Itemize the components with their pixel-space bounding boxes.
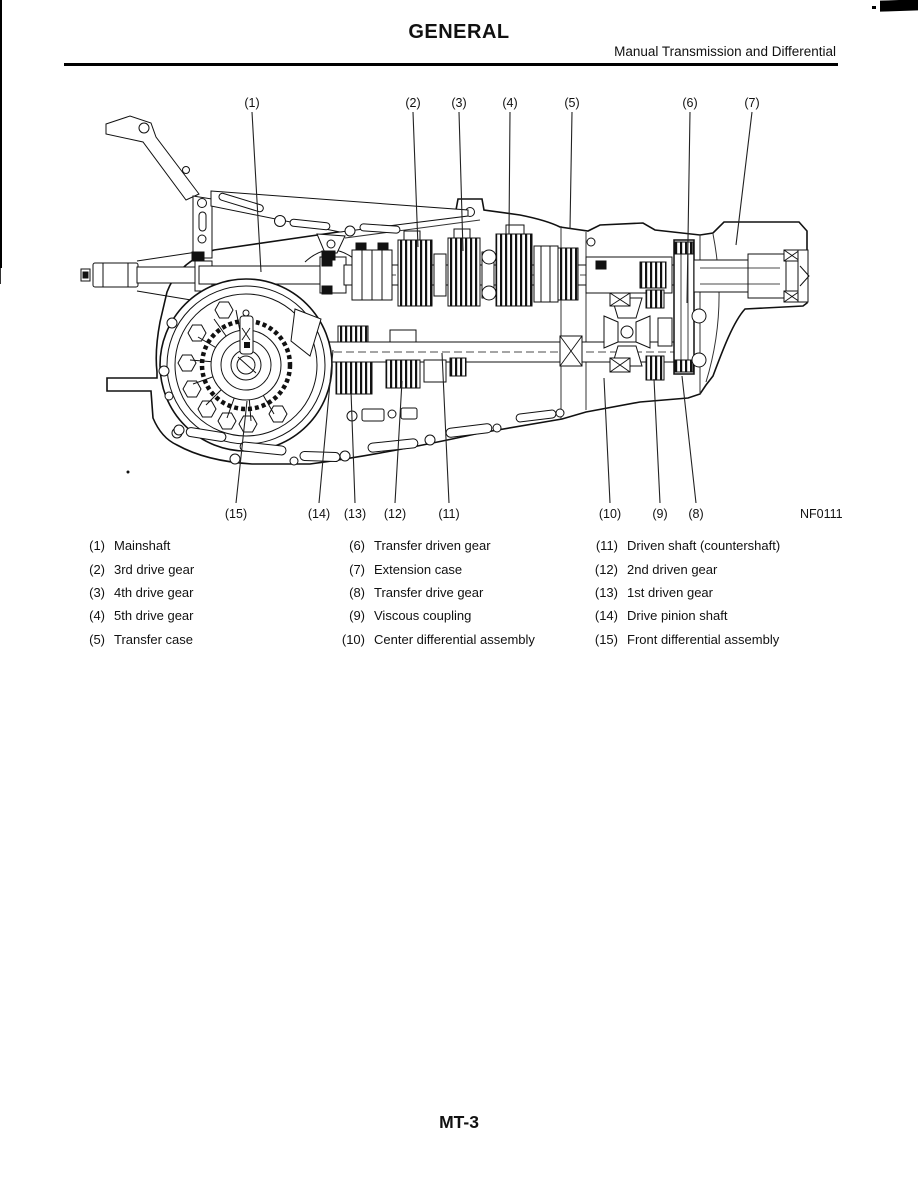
callout-5: (5) <box>564 96 579 110</box>
callout-11: (11) <box>438 507 459 521</box>
legend-item: (13) 1st driven gear <box>578 581 908 604</box>
legend-label: Front differential assembly <box>627 631 780 647</box>
legend-num: (2) <box>89 561 105 577</box>
legend-item: (12) 2nd driven gear <box>578 557 908 580</box>
transmission-diagram: (1) (2) (3) (4) (5) (6) (7) (8) (9) (10)… <box>80 96 843 521</box>
legend-label: Mainshaft <box>114 538 171 554</box>
legend-label: Extension case <box>374 561 463 577</box>
header-rule <box>64 63 838 66</box>
legend-label: 4th drive gear <box>114 584 194 600</box>
callout-labels: (1) (2) (3) (4) (5) (6) (7) (8) (9) (10)… <box>225 96 843 521</box>
front-differential <box>158 278 333 452</box>
legend-num: (15) <box>594 631 618 647</box>
legend-item: (2) 3rd drive gear <box>70 557 320 580</box>
output-shaft <box>693 249 810 303</box>
callout-7: (7) <box>744 96 759 110</box>
legend-num: (8) <box>349 584 365 600</box>
legend-num: (3) <box>89 584 105 600</box>
legend-num: (4) <box>89 608 105 624</box>
legend-num: (6) <box>349 538 365 554</box>
legend-item: (3) 4th drive gear <box>70 581 320 604</box>
legend-label: Center differential assembly <box>374 631 535 647</box>
callout-6: (6) <box>682 96 697 110</box>
bottom-flange <box>173 407 565 466</box>
legend-column-2: (6) Transfer driven gear (7) Extension cas… <box>327 534 572 651</box>
legend-column-3: (11) Driven shaft (countershaft) (12) 2nd … <box>578 534 908 651</box>
callout-1: (1) <box>244 96 259 110</box>
leader-lines <box>235 111 753 504</box>
scan-corner-artifact <box>872 6 876 9</box>
legend-item: (1) Mainshaft <box>70 534 320 557</box>
diff-bolts <box>177 301 288 433</box>
scan-edge-artifact <box>0 268 1 284</box>
legend-item: (5) Transfer case <box>70 628 320 651</box>
legend-item: (6) Transfer driven gear <box>327 534 572 557</box>
legend-num: (5) <box>89 631 105 647</box>
legend-label: 5th drive gear <box>114 608 194 624</box>
release-bracket <box>105 115 469 262</box>
callout-13: (13) <box>344 507 366 521</box>
page-number: MT-3 <box>439 1112 479 1132</box>
legend-item: (8) Transfer drive gear <box>327 581 572 604</box>
legend-item: (11) Driven shaft (countershaft) <box>578 534 908 557</box>
callout-12: (12) <box>384 507 406 521</box>
callout-14: (14) <box>308 507 330 521</box>
countershaft-gears <box>271 325 689 395</box>
legend-label: Transfer case <box>114 631 193 647</box>
figure-code: NF0111 <box>800 507 843 521</box>
callout-3: (3) <box>451 96 466 110</box>
legend-item: (9) Viscous coupling <box>327 604 572 627</box>
callout-15: (15) <box>225 507 247 521</box>
legend-num: (14) <box>594 608 618 624</box>
legend-num: (9) <box>349 608 365 624</box>
callout-8: (8) <box>688 507 703 521</box>
legend-num: (7) <box>349 561 365 577</box>
legend-num: (11) <box>595 538 618 554</box>
legend-item: (10) Center differential assembly <box>327 628 572 651</box>
legend-item: (7) Extension case <box>327 557 572 580</box>
legend-num: (1) <box>89 538 105 554</box>
legend-item: (15) Front differential assembly <box>578 628 908 651</box>
legend-num: (13) <box>594 584 618 600</box>
legend-label: Viscous coupling <box>374 608 472 624</box>
legend-label: 2nd driven gear <box>627 561 718 577</box>
legend-item: (4) 5th drive gear <box>70 604 320 627</box>
legend-label: 3rd drive gear <box>114 561 195 577</box>
legend-column-1: (1) Mainshaft (2) 3rd drive gear (3) 4th dr… <box>70 534 320 651</box>
legend-num: (12) <box>594 561 618 577</box>
scan-edge-artifact <box>0 0 2 268</box>
legend-num: (10) <box>341 631 365 647</box>
legend-label: Drive pinion shaft <box>627 608 728 624</box>
legend-item: (14) Drive pinion shaft <box>578 604 908 627</box>
legend-label: Transfer driven gear <box>374 538 491 554</box>
callout-9: (9) <box>652 507 667 521</box>
mainshaft-gears <box>343 224 677 307</box>
section-title: GENERAL <box>408 21 510 43</box>
transfer-section <box>603 239 707 381</box>
legend-label: Transfer drive gear <box>374 584 484 600</box>
legend-label: 1st driven gear <box>627 584 713 600</box>
legend-label: Driven shaft (countershaft) <box>627 538 781 554</box>
chapter-subtitle: Manual Transmission and Differential <box>614 44 836 59</box>
callout-4: (4) <box>502 96 517 110</box>
callout-2: (2) <box>405 96 420 110</box>
callout-10: (10) <box>599 507 621 521</box>
